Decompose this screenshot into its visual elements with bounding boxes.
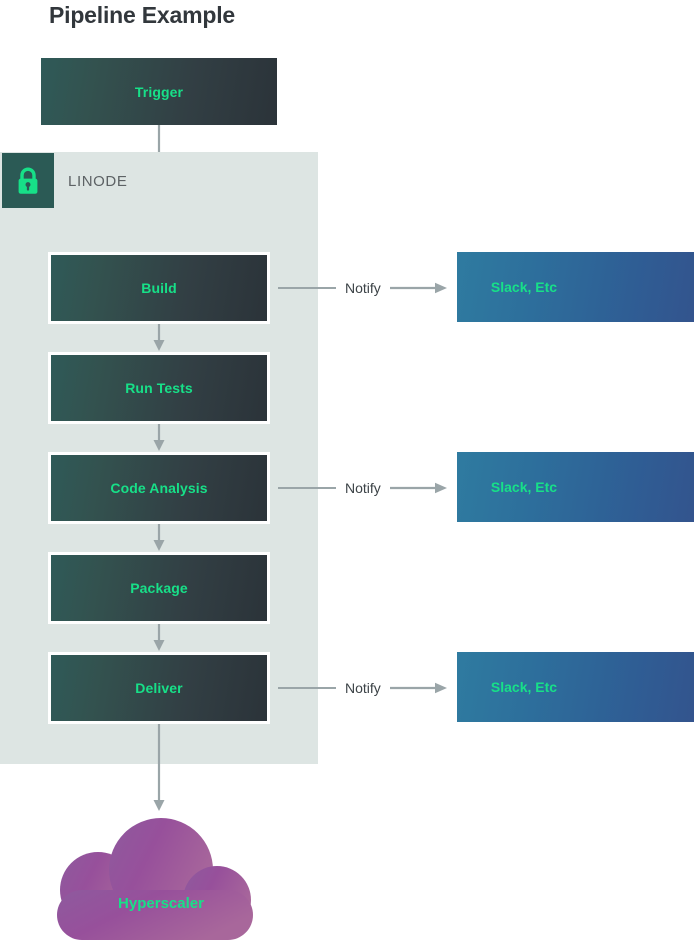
notify-connector-build: Notify: [278, 277, 458, 299]
notify-target-label-build: Slack, Etc: [490, 279, 558, 295]
hyperscaler-label: Hyperscaler: [118, 895, 204, 912]
linode-label: LINODE: [68, 173, 128, 190]
notify-line-left-deliver: [278, 687, 336, 689]
notify-label-code-analysis: Notify: [345, 480, 381, 496]
trigger-box[interactable]: Trigger: [41, 58, 277, 125]
stage-box-run-tests[interactable]: Run Tests: [48, 352, 270, 424]
stage-label-build: Build: [141, 280, 177, 296]
notify-label-deliver: Notify: [345, 680, 381, 696]
arrow-deliver-to-hyperscaler: [152, 724, 166, 812]
trigger-label: Trigger: [134, 83, 184, 100]
notify-arrow-deliver: [389, 682, 447, 694]
arrow-build-to-run-tests: [152, 324, 166, 352]
page-title: Pipeline Example: [49, 2, 235, 28]
notify-connector-code-analysis: Notify: [278, 477, 458, 499]
stage-box-deliver[interactable]: Deliver: [48, 652, 270, 724]
notify-arrow-build: [389, 282, 447, 294]
stage-box-code-analysis[interactable]: Code Analysis: [48, 452, 270, 524]
notify-target-label-code-analysis: Slack, Etc: [490, 479, 558, 495]
stage-box-build[interactable]: Build: [48, 252, 270, 324]
notify-target-label-deliver: Slack, Etc: [490, 679, 558, 695]
notify-target-slack-build[interactable]: Slack, Etc: [457, 252, 694, 322]
notify-arrow-code-analysis: [389, 482, 447, 494]
lock-icon: [2, 153, 54, 208]
notify-target-slack-deliver[interactable]: Slack, Etc: [457, 652, 694, 722]
notify-label-build: Notify: [345, 280, 381, 296]
arrow-package-to-deliver: [152, 624, 166, 652]
notify-line-left-code-analysis: [278, 487, 336, 489]
notify-line-left-build: [278, 287, 336, 289]
hyperscaler-cloud[interactable]: Hyperscaler: [21, 818, 301, 944]
arrow-run-tests-to-code-analysis: [152, 424, 166, 452]
stage-label-run-tests: Run Tests: [125, 380, 193, 396]
stage-label-code-analysis: Code Analysis: [110, 480, 208, 496]
notify-connector-deliver: Notify: [278, 677, 458, 699]
stage-box-package[interactable]: Package: [48, 552, 270, 624]
stage-label-deliver: Deliver: [135, 680, 183, 696]
arrow-code-analysis-to-package: [152, 524, 166, 552]
notify-target-slack-code-analysis[interactable]: Slack, Etc: [457, 452, 694, 522]
stage-label-package: Package: [130, 580, 188, 596]
